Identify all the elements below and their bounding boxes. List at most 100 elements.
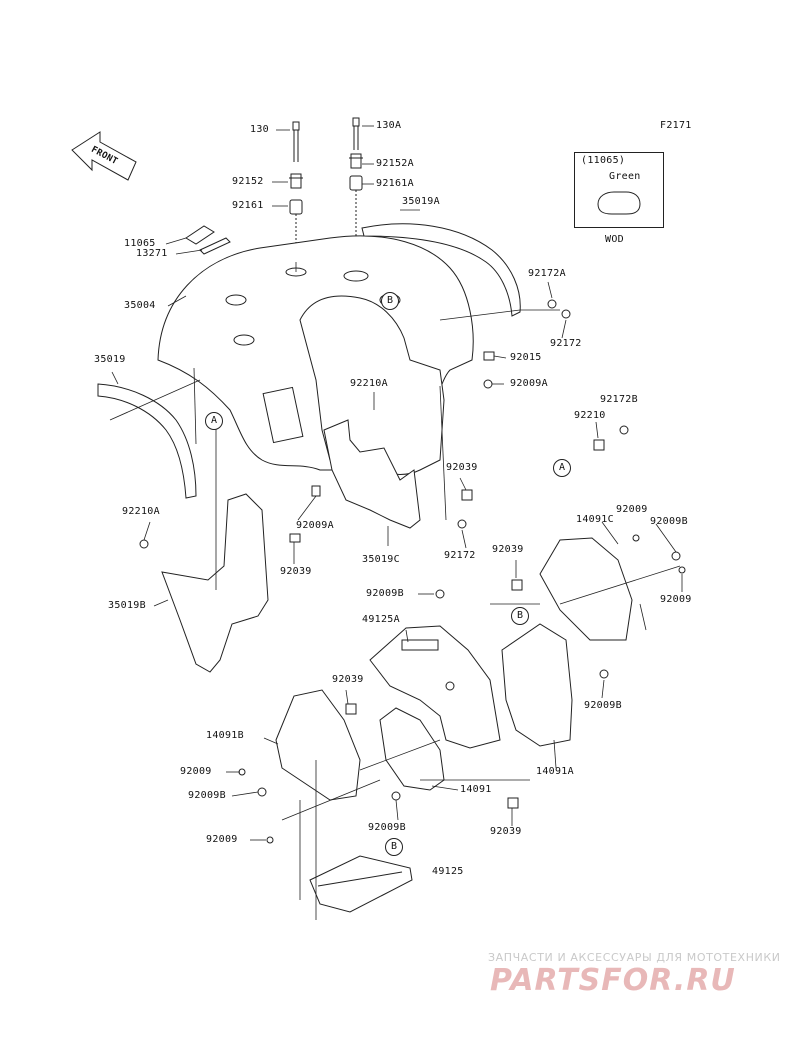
- part-label-92039-right: 92039: [492, 544, 524, 555]
- part-label-14091b: 14091B: [206, 730, 244, 741]
- part-label-92009b-right: 92009B: [650, 516, 688, 527]
- part-label-92015: 92015: [510, 352, 542, 363]
- part-label-92009b-left: 92009B: [188, 790, 226, 801]
- guard-14091a: [501, 623, 573, 747]
- part-label-14091c: 14091C: [576, 514, 614, 525]
- part-label-92009a-top: 92009A: [510, 378, 548, 389]
- part-label-92009b-lower: 92009B: [584, 700, 622, 711]
- part-label-35004: 35004: [124, 300, 156, 311]
- screw-92172-mid: [457, 519, 467, 529]
- guard-35019c: [323, 419, 421, 529]
- clip-92039-right: [511, 579, 523, 591]
- part-label-49125a: 49125A: [362, 614, 400, 625]
- part-label-14091: 14091: [460, 784, 492, 795]
- part-label-92009b-top: 92009B: [366, 588, 404, 599]
- part-label-92009b-low: 92009B: [368, 822, 406, 833]
- inset-caption: WOD: [605, 234, 624, 245]
- inset-pad-icon: [597, 191, 641, 215]
- bolt-130: [292, 121, 300, 162]
- part-label-92009-left1: 92009: [180, 766, 212, 777]
- color-inset-box: (11065) Green: [574, 152, 664, 228]
- part-label-92161a: 92161A: [376, 178, 414, 189]
- clip-92210a-left: [139, 539, 149, 549]
- clip-92039-low2: [507, 797, 519, 809]
- collar-92152: [289, 173, 303, 189]
- guard-35019b: [161, 493, 269, 673]
- part-label-92039-low1: 92039: [332, 674, 364, 685]
- part-label-92039-left: 92039: [280, 566, 312, 577]
- screw-92172a: [547, 299, 557, 309]
- fender-flap-35019a: [361, 223, 521, 317]
- part-label-92172a: 92172A: [528, 268, 566, 279]
- part-label-130: 130: [250, 124, 269, 135]
- figure-code: F2171: [660, 120, 692, 131]
- clip-92039-low1: [345, 703, 357, 715]
- pad-11065: [185, 225, 215, 245]
- part-label-92172: 92172: [550, 338, 582, 349]
- screw-92009b-right: [671, 551, 681, 561]
- part-label-92009a-left: 92009A: [296, 520, 334, 531]
- part-label-92210a-top: 92210A: [350, 378, 388, 389]
- alignment-lines: [109, 309, 681, 920]
- guard-14091c: [539, 537, 633, 641]
- plate-13271: [199, 237, 231, 255]
- part-label-92009-right-top: 92009: [616, 504, 648, 515]
- part-label-92039-low2: 92039: [490, 826, 522, 837]
- part-label-92152: 92152: [232, 176, 264, 187]
- ref-marker-b-3: B: [385, 838, 403, 856]
- part-label-35019c: 35019C: [362, 554, 400, 565]
- screw-92172b: [619, 425, 629, 435]
- screw-92009-right2: [678, 566, 686, 574]
- clip-92009b-top: [435, 589, 445, 599]
- front-arrow-icon: [71, 131, 137, 181]
- collar-92152a: [349, 153, 363, 169]
- cover-49125: [309, 855, 413, 913]
- screw-92009-right1: [632, 534, 640, 542]
- screw-92009b-lower: [599, 669, 609, 679]
- ref-marker-b-2: B: [381, 292, 399, 310]
- part-label-92161: 92161: [232, 200, 264, 211]
- part-label-14091a: 14091A: [536, 766, 574, 777]
- bushing-92161a: [349, 175, 363, 191]
- part-label-92172b: 92172B: [600, 394, 638, 405]
- part-label-92172-mid: 92172: [444, 550, 476, 561]
- clip-92039-left: [289, 533, 301, 543]
- part-label-11065: 11065: [124, 238, 156, 249]
- part-label-130a: 130A: [376, 120, 402, 131]
- part-label-92152a: 92152A: [376, 158, 414, 169]
- clip-92009a-top: [483, 379, 493, 389]
- part-label-13271: 13271: [136, 248, 168, 259]
- clip-92039-mid: [461, 489, 473, 501]
- ref-marker-b-1: B: [511, 607, 529, 625]
- screw-92172: [561, 309, 571, 319]
- bolt-130a: [352, 117, 360, 150]
- ref-marker-a-2: A: [553, 459, 571, 477]
- guard-14091: [379, 707, 445, 791]
- guard-14091b: [275, 689, 361, 801]
- part-label-92210a-left: 92210A: [122, 506, 160, 517]
- part-label-92039-mid: 92039: [446, 462, 478, 473]
- inset-part-ref: (11065): [581, 155, 626, 166]
- bushing-92161: [289, 199, 303, 215]
- ref-marker-a-1: A: [205, 412, 223, 430]
- part-label-92210: 92210: [574, 410, 606, 421]
- clip-92009a-left: [311, 485, 321, 497]
- part-label-35019: 35019: [94, 354, 126, 365]
- fender-flap-35019: [97, 383, 197, 499]
- cover-49125a: [369, 625, 501, 749]
- leader-lines: [111, 125, 683, 841]
- part-label-92009-right: 92009: [660, 594, 692, 605]
- part-label-35019a: 35019A: [402, 196, 440, 207]
- screw-92009b-left: [257, 787, 267, 797]
- screw-92009-left2: [266, 836, 274, 844]
- screw-92009b-low: [391, 791, 401, 801]
- inset-color: Green: [609, 171, 641, 182]
- part-label-92009-left2: 92009: [206, 834, 238, 845]
- clip-92210: [593, 439, 605, 451]
- clip-92015: [483, 351, 495, 361]
- watermark-tagline: ЗАПЧАСТИ И АКСЕССУАРЫ ДЛЯ МОТОТЕХНИКИ: [488, 951, 781, 964]
- part-label-35019b: 35019B: [108, 600, 146, 611]
- part-label-49125: 49125: [432, 866, 464, 877]
- watermark-logo: PARTSFOR.RU: [490, 963, 736, 998]
